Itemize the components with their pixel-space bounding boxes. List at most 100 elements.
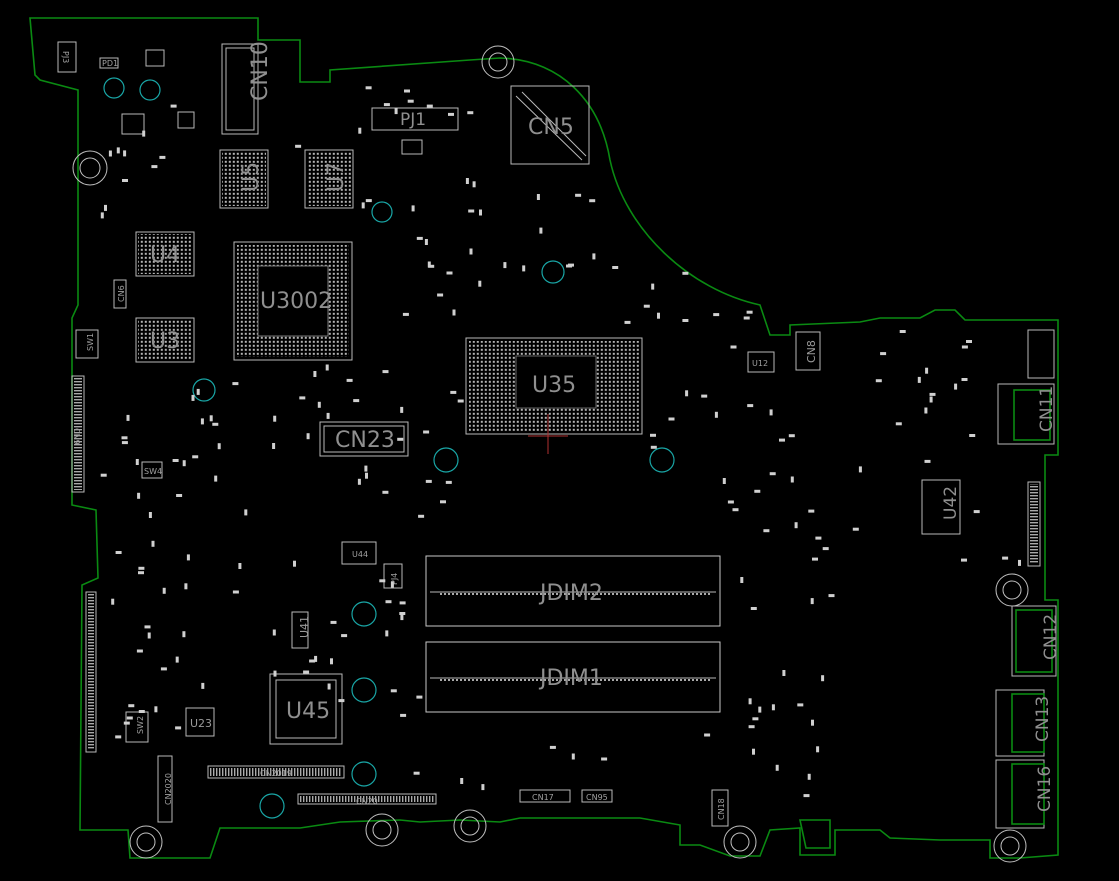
passive-component <box>452 309 456 316</box>
passive-component <box>601 757 608 761</box>
passive-component <box>214 475 218 482</box>
passive-component <box>196 388 200 395</box>
u35-cpu: U35 <box>465 337 643 454</box>
passive-component <box>468 209 475 213</box>
passive-component <box>313 371 317 377</box>
passive-component <box>822 547 829 551</box>
passive-component <box>238 563 242 569</box>
jdim1-label: JDIM1 <box>538 666 603 691</box>
via-hole <box>139 79 161 101</box>
passive-component <box>961 558 967 562</box>
via-hole <box>351 677 377 703</box>
passive-component <box>446 271 453 275</box>
passive-component <box>750 607 757 610</box>
passive-component <box>1018 559 1021 566</box>
cn13-label: CN13 <box>1033 696 1053 742</box>
passive-component <box>382 490 389 494</box>
jdim2-label: JDIM2 <box>538 581 603 606</box>
passive-component <box>123 721 130 725</box>
passive-component <box>807 773 811 780</box>
passive-component <box>650 445 657 449</box>
passive-component <box>176 494 183 497</box>
passive-component <box>192 455 199 459</box>
passive-component <box>217 443 221 450</box>
passive-component <box>273 670 277 677</box>
cn95-label: CN95 <box>586 793 608 802</box>
passive-component <box>126 414 130 421</box>
passive-component <box>722 478 726 484</box>
jdim1-slot: JDIM1 <box>425 641 721 713</box>
passive-component <box>481 784 485 791</box>
passive-component <box>400 713 407 717</box>
passive-component <box>108 150 112 157</box>
cn18-connector: CN18 <box>711 789 729 827</box>
passive-component <box>747 404 754 408</box>
passive-component <box>394 108 398 115</box>
cn23-connector: CN23 <box>319 421 409 457</box>
passive-component <box>808 509 815 513</box>
passive-component <box>184 583 188 590</box>
component-box <box>177 111 195 129</box>
u45-label: U45 <box>286 699 330 724</box>
passive-component <box>159 155 166 159</box>
passive-component <box>450 390 457 394</box>
passive-component <box>358 127 362 134</box>
passive-component <box>969 434 976 437</box>
u3-label: U3 <box>150 329 180 354</box>
passive-component <box>657 312 660 319</box>
cn2020-connector: CN2020 <box>157 755 173 823</box>
sw4-label: SW4 <box>144 467 162 476</box>
passive-component <box>138 710 145 713</box>
sw4-switch: SW4 <box>141 461 163 479</box>
passive-component <box>643 304 650 308</box>
passive-component <box>448 112 454 116</box>
passive-component <box>460 778 464 784</box>
passive-component <box>309 659 316 663</box>
u3002-chip: U3002 <box>233 241 353 361</box>
passive-component <box>142 130 146 137</box>
passive-component <box>748 725 755 729</box>
cn2019-label: CN2019 <box>260 769 292 778</box>
u41-label: U41 <box>298 616 311 638</box>
u7-chip: U7 <box>304 149 354 209</box>
passive-component <box>539 227 543 234</box>
u5-label: U5 <box>239 162 264 192</box>
passive-component <box>138 566 145 570</box>
passive-component <box>571 753 575 760</box>
passive-component <box>212 422 219 426</box>
passive-component <box>147 632 151 639</box>
jdim2-slot: JDIM2 <box>425 555 721 627</box>
passive-component <box>575 193 582 197</box>
passive-component <box>973 510 980 514</box>
passive-component <box>314 655 318 662</box>
passive-component <box>303 670 310 674</box>
connector-pins <box>1030 484 1038 564</box>
cn23-label: CN23 <box>335 428 395 453</box>
passive-component <box>400 614 404 621</box>
passive-component <box>162 587 166 594</box>
mount-hole <box>481 45 515 79</box>
passive-component <box>327 683 331 690</box>
passive-component <box>365 86 372 90</box>
passive-component <box>425 479 432 483</box>
cn8-connector: CN8 <box>795 331 821 371</box>
passive-component <box>144 625 151 629</box>
passive-component <box>182 631 186 638</box>
u42-label: U42 <box>941 486 961 520</box>
passive-component <box>788 434 795 438</box>
passive-component <box>135 459 139 465</box>
passive-component <box>748 698 752 705</box>
passive-component <box>361 202 365 209</box>
pj1-label: PJ1 <box>400 110 426 130</box>
cn6-label: CN6 <box>117 285 126 302</box>
passive-component <box>272 443 276 449</box>
passive-component <box>682 271 689 275</box>
connector-strip <box>85 591 97 753</box>
passive-component <box>148 512 152 518</box>
passive-component <box>651 283 655 290</box>
passive-component <box>399 601 406 605</box>
passive-component <box>293 560 296 567</box>
passive-component <box>445 480 452 484</box>
passive-component <box>272 629 276 636</box>
passive-component <box>769 472 776 476</box>
